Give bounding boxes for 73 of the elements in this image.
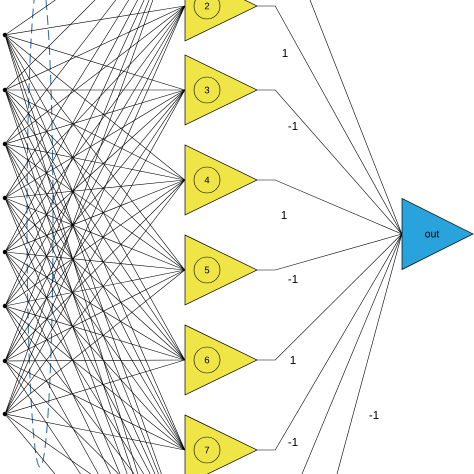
connection-line (256, 6, 402, 234)
connection-line (7, 270, 186, 306)
connection-line (6, 0, 56, 34)
connection-line (6, 180, 186, 305)
connection-line (336, 234, 402, 474)
connection-line (6, 146, 186, 360)
connection-line (6, 0, 96, 89)
connection-line (6, 362, 119, 474)
connection-line (6, 6, 186, 304)
connection-line (6, 198, 186, 270)
connection-line (5, 37, 138, 474)
connection-line (6, 6, 186, 250)
connection-line (6, 0, 154, 412)
connection-line (6, 36, 186, 270)
connection-line (256, 90, 402, 234)
connection-line (6, 0, 138, 250)
connection-line (6, 252, 186, 360)
connection-line (6, 90, 186, 304)
edge-label: 1 (288, 355, 298, 365)
connection-line (256, 234, 402, 270)
connection-line (6, 308, 99, 474)
connection-line (256, 180, 402, 234)
connection-line (6, 416, 56, 474)
connection-line (6, 270, 186, 360)
connection-line (6, 270, 186, 413)
connection-line (6, 145, 186, 270)
connection-line (6, 146, 128, 474)
edge-label: -1 (368, 410, 380, 420)
connection-line (6, 362, 186, 450)
connection-line (6, 146, 156, 474)
connection-line (6, 0, 150, 360)
connection-line (7, 360, 186, 414)
connection-line (302, 234, 402, 474)
connection-line (6, 200, 186, 450)
connection-line (7, 252, 186, 270)
connection-line (6, 90, 186, 198)
connection-line (6, 6, 186, 197)
connection-line (7, 35, 186, 90)
connection-line (6, 308, 135, 474)
connection-line (6, 180, 186, 412)
connection-line (6, 6, 186, 143)
connection-line (7, 144, 186, 180)
edge-label: -1 (286, 274, 300, 284)
connection-line (6, 180, 186, 252)
connection-line (6, 200, 120, 474)
connection-line (7, 90, 186, 144)
connection-line (6, 0, 144, 304)
connection-line (6, 362, 81, 474)
connection-line (7, 360, 186, 362)
connection-line (6, 307, 186, 450)
connection-line (6, 146, 186, 450)
connection-line (6, 90, 186, 180)
connection-line (7, 414, 186, 450)
connection-line (6, 200, 151, 474)
edge-label: 1 (280, 48, 290, 58)
connection-line (7, 180, 186, 198)
connection-line (6, 254, 144, 474)
connection-line (6, 254, 111, 474)
connection-line (6, 415, 91, 474)
connection-line (256, 234, 402, 360)
connection-line (6, 0, 116, 142)
connection-line (5, 92, 134, 474)
edge-label: -1 (286, 437, 300, 447)
connection-line (6, 36, 186, 180)
connection-line (6, 6, 186, 90)
connection-line (256, 234, 402, 450)
connection-line (7, 306, 186, 360)
connection-line (6, 0, 130, 196)
connection-line (310, 0, 402, 234)
edge-label: 1 (280, 210, 288, 220)
connection-line (6, 254, 186, 450)
connection-line (7, 6, 186, 35)
edge-label: -1 (286, 121, 300, 131)
